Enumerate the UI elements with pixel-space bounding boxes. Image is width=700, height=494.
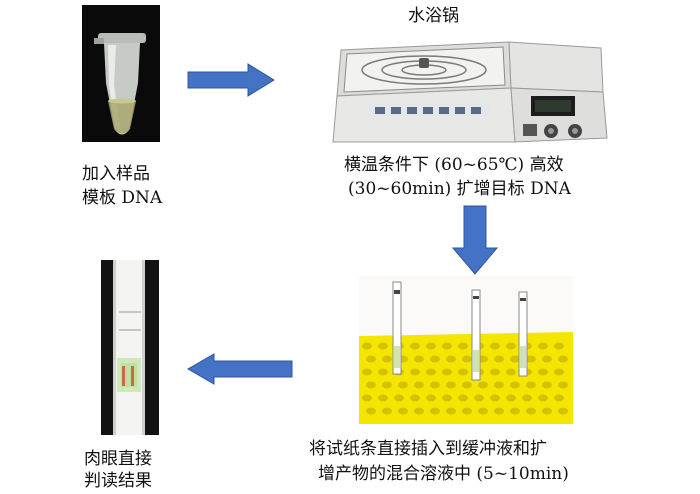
water-bath-title: 水浴锅 xyxy=(408,5,459,28)
water-bath-photo xyxy=(319,30,619,148)
water-bath-caption-line1: 横温条件下 (60~65℃) 高效 xyxy=(344,154,564,177)
arrow-right-icon xyxy=(186,63,276,97)
sample-tube-photo xyxy=(82,5,160,142)
arrow-down-icon xyxy=(451,204,499,276)
result-caption-line2: 判读结果 xyxy=(84,470,152,493)
arrow-left-icon xyxy=(186,353,294,385)
test-strips-rack-photo xyxy=(359,276,573,424)
water-bath-caption-line2: (30~60min) 扩增目标 DNA xyxy=(348,178,571,201)
sample-caption-line1: 加入样品 xyxy=(82,163,150,186)
sample-caption-line2: 模板 DNA xyxy=(82,187,162,210)
result-caption-line1: 肉眼直接 xyxy=(84,448,152,471)
strips-caption-line2: 增产物的混合溶液中 (5~10min) xyxy=(318,463,569,486)
strips-caption-line1: 将试纸条直接插入到缓冲液和扩 xyxy=(309,438,547,461)
result-strip-photo xyxy=(101,260,159,435)
